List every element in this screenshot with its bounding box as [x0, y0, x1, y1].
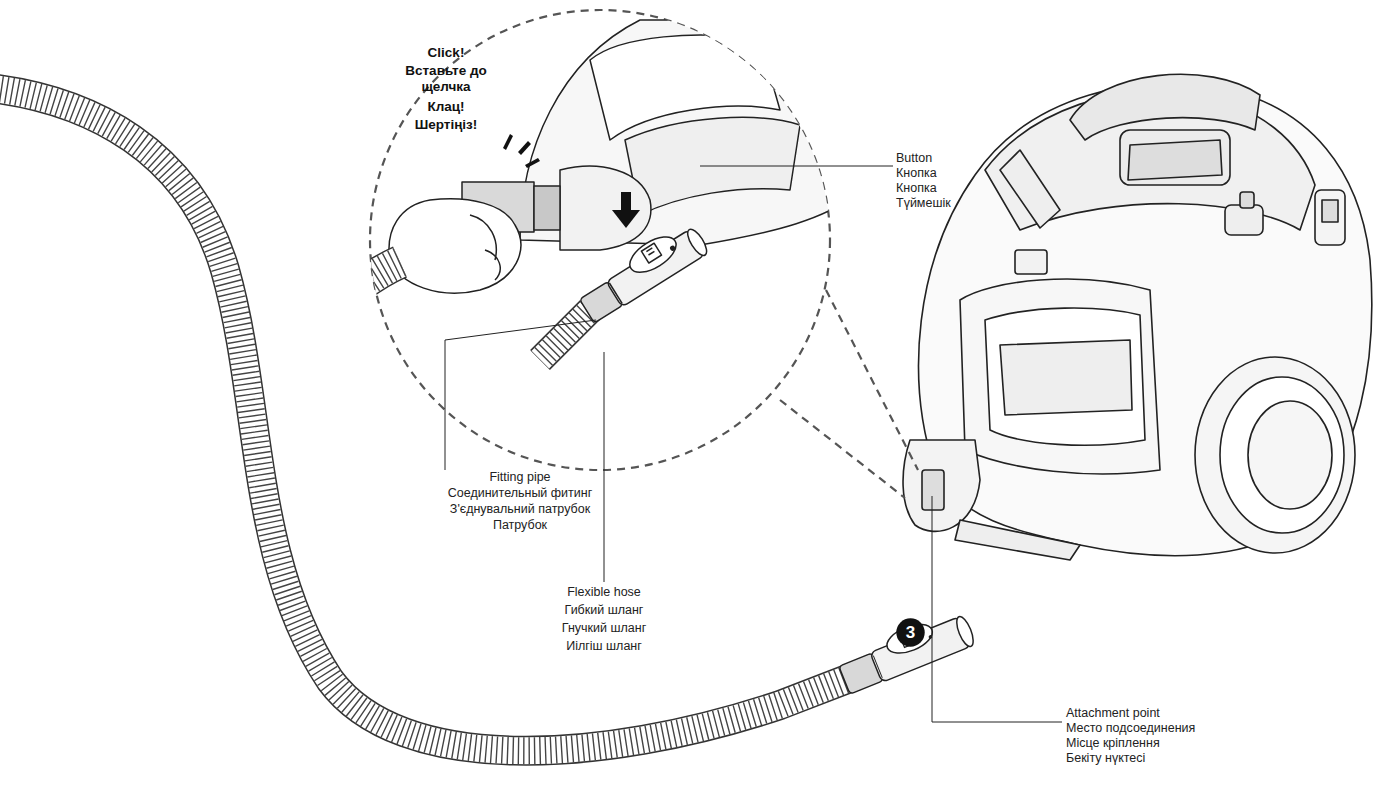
inset-detail-part: [560, 166, 651, 250]
click-text: Click!: [391, 45, 501, 61]
vacuum-cleaner-part: [1120, 130, 1230, 185]
inset-fitting-part-part: [624, 230, 682, 280]
part-name: Патрубок: [400, 518, 640, 533]
flexible-hose: [0, 88, 850, 751]
fitting-pipe-part: [870, 617, 971, 683]
part-name: Button: [896, 151, 1096, 166]
vacuum-cleaner-part: [1000, 150, 1060, 228]
vacuum-cleaner-part: [1315, 190, 1345, 245]
inset-detail-part: [300, 262, 400, 340]
vacuum-cleaner-part: [1128, 140, 1222, 180]
vacuum-cleaner-part: [1220, 377, 1344, 533]
vacuum-cleaner-part: [922, 470, 944, 510]
inset-detail-part: [300, 262, 400, 340]
part-name: Гнучкий шланг: [504, 621, 704, 636]
inset-fitting-part: [540, 310, 590, 360]
inset-fitting-part-part: [646, 248, 652, 252]
inset-fitting: [540, 217, 710, 360]
push-arrow-part: [612, 210, 640, 228]
zoom-guide: [370, 10, 918, 498]
vacuum-cleaner: [903, 74, 1372, 560]
callout-number: 3: [896, 618, 925, 647]
vacuum-cleaner-part: [985, 308, 1145, 445]
callout-text-wrap: 3: [896, 618, 925, 647]
vacuum-cleaner-part: [1000, 340, 1132, 415]
inset-fitting-part: [540, 310, 590, 360]
inset-fitting-part-part: [649, 251, 655, 255]
part-name: Fitting pipe: [400, 470, 640, 485]
part-name: Flexible hose: [504, 585, 704, 600]
leader-lines-part: [604, 352, 605, 582]
part-name: З'єднувальний патрубок: [400, 502, 640, 517]
leader-lines: [445, 166, 1062, 722]
part-name: Түймешік: [896, 196, 1096, 211]
zoom-guide-part: [780, 400, 905, 498]
vacuum-cleaner-part: [1225, 205, 1263, 235]
leader-lines-part: [445, 340, 446, 470]
inset-detail: [300, 20, 872, 340]
vacuum-cleaner-part: [1322, 200, 1338, 222]
flexible-hose-part: [0, 88, 850, 751]
leader-lines-part: [445, 320, 596, 340]
inset-detail-part: [389, 199, 521, 293]
inset-fitting-part-part: [670, 246, 675, 251]
zoom-guide-part: [370, 10, 830, 470]
inset-fitting-part-part: [684, 226, 710, 258]
vacuum-cleaner-part: [1015, 250, 1047, 274]
callout-circle: [896, 618, 924, 646]
leader-lines-part: [932, 496, 1062, 722]
click-text: Шертіңіз!: [391, 117, 501, 133]
fitting-pipe-part: [873, 656, 882, 678]
vacuum-cleaner-part: [903, 440, 980, 531]
inset-fitting-part-part: [641, 243, 661, 263]
inset-fitting-part-part: [609, 283, 622, 303]
flexible-hose-part: [0, 88, 850, 751]
click-marks-part: [525, 158, 540, 168]
click-marks: [503, 134, 540, 168]
fitting-pipe-part: [883, 619, 936, 659]
inset-detail-part: [485, 250, 500, 280]
part-name: Кнопка: [896, 181, 1096, 196]
inset-fitting-part: [540, 310, 590, 360]
part-name: Місце кріплення: [1066, 736, 1366, 751]
vacuum-cleaner-part: [955, 520, 1080, 560]
flexible-hose-part: [0, 88, 850, 751]
part-name: Attachment point: [1066, 706, 1366, 721]
vacuum-cleaner-part: [1248, 401, 1332, 509]
zoom-guide-part: [826, 290, 918, 470]
vacuum-cleaner-part: [960, 279, 1160, 474]
part-name: Бекіту нүктесі: [1066, 751, 1366, 766]
click-text: Клац!: [391, 99, 501, 115]
part-name: Место подсоединения: [1066, 721, 1366, 736]
leader-lines-part: [700, 166, 893, 167]
click-text: Вставьте до щелчка: [401, 63, 491, 95]
part-name: Соединительный фитинг: [400, 486, 640, 501]
vacuum-cleaner-part: [1195, 357, 1355, 553]
inset-detail-part: [300, 262, 400, 340]
callout-number-text: 3: [906, 623, 915, 643]
part-name: Иілгіш шланг: [504, 639, 704, 654]
push-arrow: [612, 192, 640, 228]
push-arrow-part: [621, 192, 631, 212]
vacuum-cleaner-part: [919, 83, 1372, 555]
inset-detail-part: [534, 186, 560, 230]
part-name: Кнопка: [896, 166, 1096, 181]
click-marks-part: [503, 134, 513, 150]
vacuum-cleaner-part: [1240, 192, 1254, 208]
fitting-pipe-part: [953, 614, 976, 648]
fitting-pipe: [835, 605, 977, 695]
click-marks-part: [518, 141, 531, 155]
inset-fitting-part: [573, 217, 710, 324]
part-name: Гибкий шланг: [504, 603, 704, 618]
